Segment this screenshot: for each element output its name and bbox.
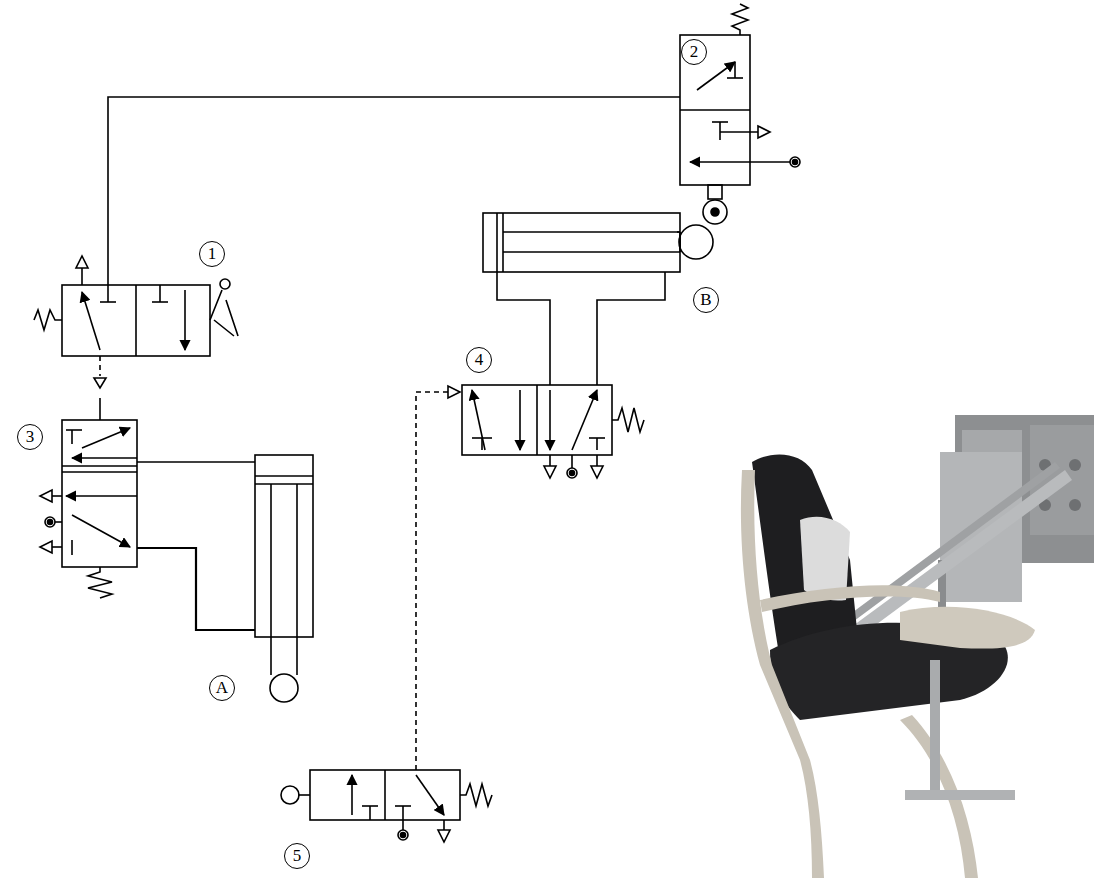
air-line xyxy=(497,272,550,385)
air-line xyxy=(137,548,255,630)
callout-number: B xyxy=(693,287,719,313)
chair-photo xyxy=(741,415,1094,878)
callout-number: 4 xyxy=(466,347,492,373)
valve-1 xyxy=(34,256,238,388)
valve-5 xyxy=(281,770,492,842)
callout-number: A xyxy=(209,675,235,701)
callout-number: 1 xyxy=(199,241,225,267)
callout-number: 5 xyxy=(284,843,310,869)
cylinder-b xyxy=(483,213,713,272)
cylinder-a xyxy=(255,455,313,702)
air-line xyxy=(597,272,665,385)
valve-3 xyxy=(40,398,137,598)
valve-2 xyxy=(680,4,800,224)
valve-4 xyxy=(416,385,644,770)
callout-number: 3 xyxy=(17,424,43,450)
air-line xyxy=(108,97,680,285)
air-line xyxy=(137,461,255,463)
callout-number: 2 xyxy=(681,39,707,65)
